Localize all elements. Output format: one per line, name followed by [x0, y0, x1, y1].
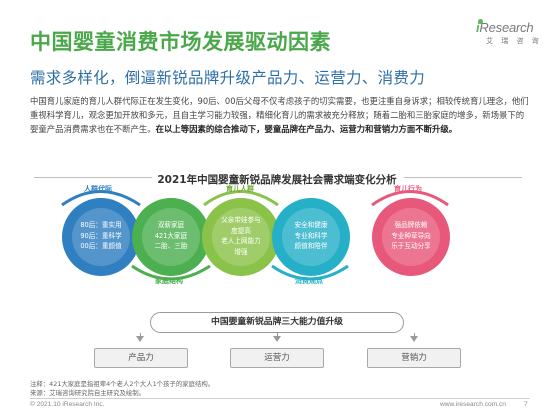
- logo-subtext: 艾 瑞 咨 询: [486, 37, 542, 45]
- arc-label-consumption-view: 消费观点: [295, 277, 323, 285]
- capability-marketing: 营销力: [367, 348, 461, 368]
- arc-4-bottom: [271, 264, 349, 281]
- circle-consumption-view: 安全和健康 专业和科学 颜值和陪伴: [272, 198, 350, 276]
- footer-copyright: © 2021.10 iResearch Inc.: [30, 401, 105, 408]
- capability-operation: 运营力: [230, 348, 324, 368]
- arc-1-top: [61, 190, 141, 207]
- footer-website[interactable]: www.iresearch.com.cn: [440, 401, 506, 408]
- arc-label-parenting-group: 育儿人群: [226, 185, 254, 193]
- circle-parenting-items: 父亲带娃参与 度提高 老人上网能力 增强: [221, 216, 261, 256]
- chart-title: 2021年中国婴童新锐品牌发展社会需求端变化分析: [157, 174, 397, 186]
- logo-wordmark: iResearch: [476, 20, 534, 35]
- intro-text: 中国育儿家庭的育儿人群代际正在发生变化，90后、00后父母不仅考虑孩子的切实需要…: [30, 96, 529, 134]
- cap-stem-marketing: [414, 333, 415, 337]
- cap-stem-product: [140, 333, 141, 337]
- circle-generation: 80后：重实用 90后：重科学 00后：重颜值: [62, 198, 140, 276]
- capability-upgrade-title: 中国婴童新锐品牌三大能力值升级: [150, 312, 404, 333]
- iresearch-logo: iResearch 艾 瑞 咨 询: [470, 19, 542, 54]
- cap-stem-operation: [277, 333, 278, 337]
- source-notes: 注释：421大家庭是指祖辈4个老人2个大人1个孩子的家庭结构。 来源：艾瑞咨询研…: [30, 380, 214, 398]
- circle-parenting-behavior: 强品牌依赖 专业种草导向 乐于互动分享: [372, 198, 450, 276]
- arc-label-family-structure: 家庭结构: [155, 277, 183, 285]
- circle-family-items: 双薪家庭 421大家庭 二胎、三胎: [154, 221, 188, 250]
- circle-consumption-items: 安全和健康 专业和科学 颜值和陪伴: [294, 221, 328, 250]
- footer-divider: [30, 398, 530, 399]
- intro-bold-text: 在以上等因素的综合推动下，婴童品牌在产品力、运营力和营销力方面不断升级。: [155, 124, 458, 134]
- arrow-down-icon: [410, 336, 418, 342]
- arc-5-top: [371, 190, 449, 207]
- arrow-down-icon: [136, 336, 144, 342]
- intro-paragraph: 中国育儿家庭的育儿人群代际正在发生变化，90后、00后父母不仅考虑孩子的切实需要…: [30, 94, 530, 136]
- source-line: 来源：艾瑞咨询研究院自主研究及绘制。: [30, 389, 146, 397]
- circle-family-structure: 双薪家庭 421大家庭 二胎、三胎: [132, 198, 210, 276]
- note-line: 注释：421大家庭是指祖辈4个老人2个大人1个孩子的家庭结构。: [30, 380, 215, 388]
- chart-title-line-left: [34, 177, 152, 178]
- arc-label-parenting-behavior: 育儿行为: [394, 185, 422, 193]
- page-title: 中国婴童消费市场发展驱动因素: [30, 30, 331, 54]
- arc-label-generation: 人群代际: [84, 185, 112, 193]
- page-subtitle: 需求多样化，倒逼新锐品牌升级产品力、运营力、消费力: [30, 69, 426, 87]
- circle-parenting-group: 父亲带娃参与 度提高 老人上网能力 增强: [202, 198, 280, 276]
- arc-3-top: [203, 190, 279, 207]
- logo-dot-icon: [478, 19, 483, 24]
- circle-behavior-items: 强品牌依赖 专业种草导向 乐于互动分享: [391, 221, 431, 250]
- circle-generation-items: 80后：重实用 90后：重科学 00后：重颜值: [80, 221, 122, 250]
- page-number: 7: [524, 401, 528, 408]
- capability-product: 产品力: [94, 348, 188, 368]
- arc-2-bottom: [131, 264, 211, 281]
- arrow-down-icon: [273, 336, 281, 342]
- chart-title-line-right: [404, 177, 522, 178]
